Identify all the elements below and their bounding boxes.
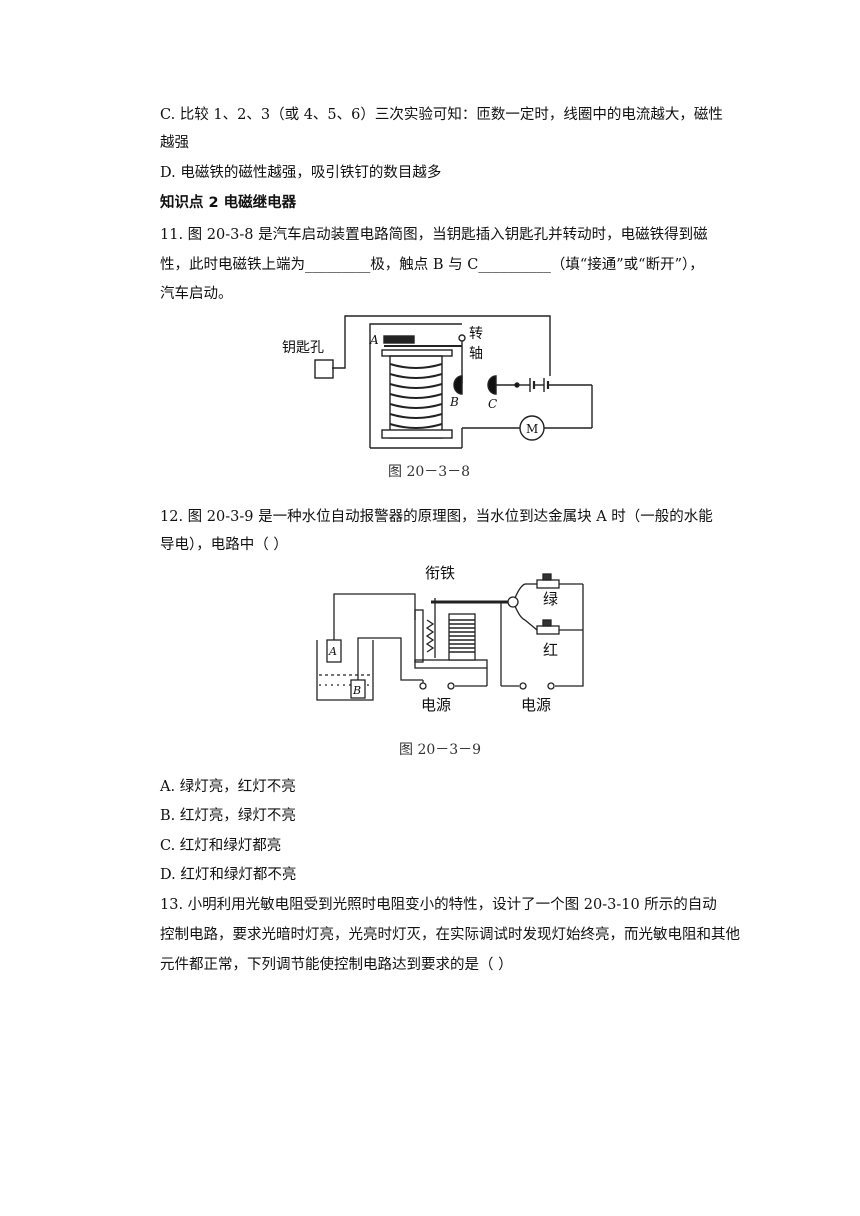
q12-option-b: B. 红灯亮，绿灯不亮 xyxy=(160,808,296,824)
label-contact-b: B xyxy=(449,395,459,409)
figure-20-3-8-caption: 图 20－3－8 xyxy=(388,464,470,480)
label-contact-a: A xyxy=(369,333,379,347)
label-block-b: B xyxy=(352,684,361,697)
q12-option-a: A. 绿灯亮，红灯不亮 xyxy=(160,779,296,795)
q12-line-2: 导电），电路中（ ） xyxy=(160,537,288,553)
label-green-lamp: 绿 xyxy=(543,590,558,608)
q13-line-3: 元件都正常，下列调节能使控制电路达到要求的是（ ） xyxy=(160,957,513,973)
option-c-line-1: C. 比较 1、2、3（或 4、5、6）三次实验可知：匝数一定时，线圈中的电流越… xyxy=(160,107,723,123)
q11-line-3: 汽车启动。 xyxy=(160,286,233,302)
label-red-lamp: 红 xyxy=(543,641,558,659)
label-power-2: 电源 xyxy=(521,696,551,714)
label-axis-2: 轴 xyxy=(469,346,483,362)
q13-line-2: 控制电路，要求光暗时灯亮，光亮时灯灭，在实际调试时发现灯始终亮，而光敏电阻和其他 xyxy=(160,927,740,943)
label-contact-c: C xyxy=(488,397,497,411)
q11-line-2: 性，此时电磁铁上端为_________极，触点 B 与 C__________（… xyxy=(160,257,704,273)
knowledge-point-heading: 知识点 2 电磁继电器 xyxy=(160,195,297,211)
option-d: D. 电磁铁的磁性越强，吸引铁钉的数目越多 xyxy=(160,165,442,181)
figure-20-3-9: 衔铁 绿 红 A B 电源 电源 图 20－3－9 xyxy=(316,564,584,758)
q13-line-1: 13. 小明利用光敏电阻受到光照时电阻变小的特性，设计了一个图 20-3-10 … xyxy=(160,897,717,913)
q12-line-1: 12. 图 20-3-9 是一种水位自动报警器的原理图，当水位到达金属块 A 时… xyxy=(160,509,713,525)
figure-20-3-8: 钥匙孔 A B C 转 轴 M 图 20－3－8 xyxy=(282,315,593,480)
label-armature: 衔铁 xyxy=(425,564,455,582)
label-key-hole: 钥匙孔 xyxy=(282,340,324,356)
q11-line-1: 11. 图 20-3-8 是汽车启动装置电路简图，当钥匙插入钥匙孔并转动时，电磁… xyxy=(160,227,708,243)
label-motor: M xyxy=(526,422,538,436)
label-block-a: A xyxy=(328,645,337,658)
label-power-1: 电源 xyxy=(421,696,451,714)
option-c-line-2: 越强 xyxy=(160,135,189,151)
label-axis-1: 转 xyxy=(469,326,483,342)
figure-20-3-9-caption: 图 20－3－9 xyxy=(399,742,481,758)
q12-option-c: C. 红灯和绿灯都亮 xyxy=(160,838,282,854)
q12-option-d: D. 红灯和绿灯都不亮 xyxy=(160,867,297,883)
